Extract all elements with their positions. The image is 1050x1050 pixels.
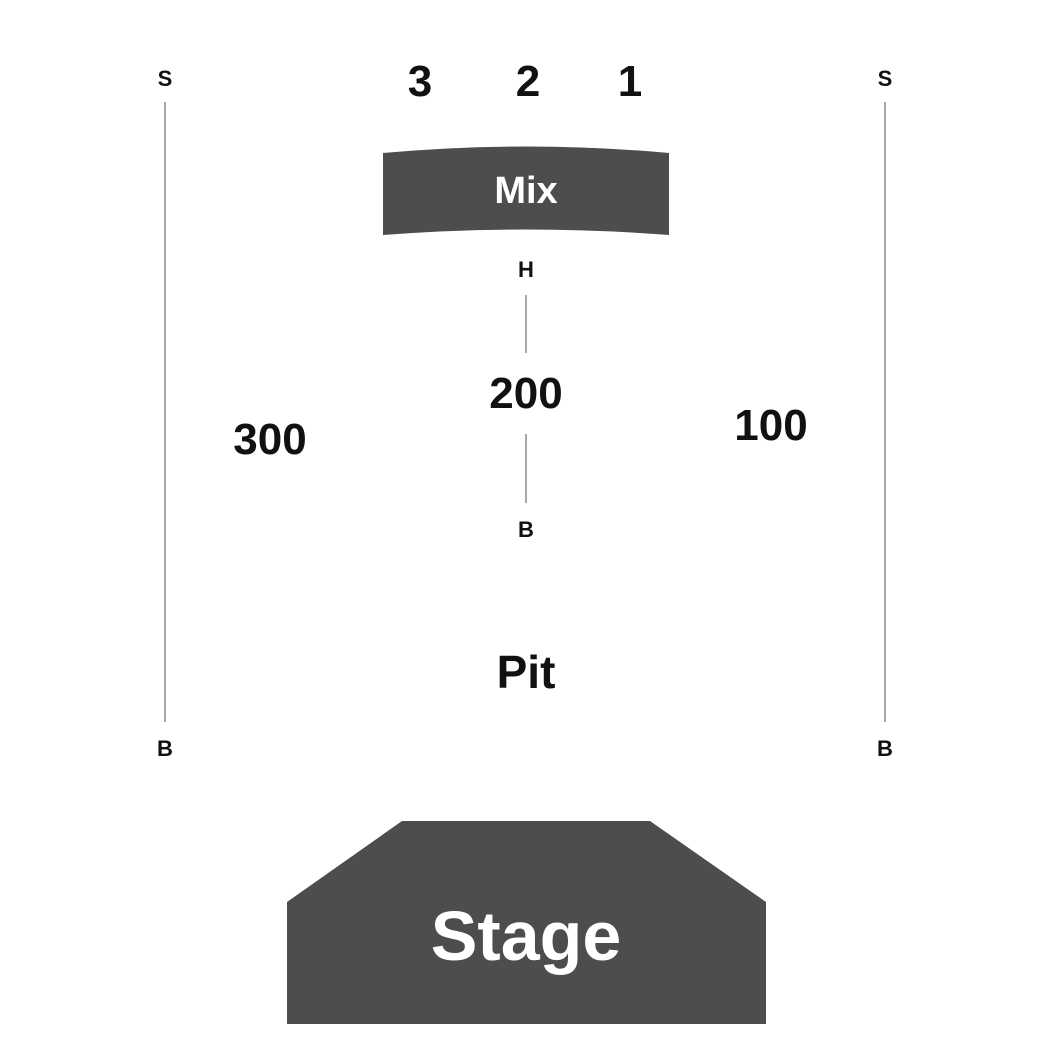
mix-label: Mix <box>494 170 557 212</box>
row-label-2[interactable]: 2 <box>516 57 540 106</box>
right-aisle-top-label: S <box>878 66 893 91</box>
left-aisle-top-label: S <box>158 66 173 91</box>
mix-booth <box>383 146 669 235</box>
stage-block <box>287 821 766 1024</box>
stage-label: Stage <box>431 897 622 975</box>
row-label-3[interactable]: 3 <box>408 57 432 106</box>
pit-label[interactable]: Pit <box>497 646 556 698</box>
center-aisle-top-label: H <box>518 257 534 282</box>
left-aisle-bottom-label: B <box>157 736 173 761</box>
section-300-label[interactable]: 300 <box>233 415 306 464</box>
center-aisle-bottom-label: B <box>518 517 534 542</box>
section-200-label[interactable]: 200 <box>489 369 562 418</box>
right-aisle-bottom-label: B <box>877 736 893 761</box>
row-label-1[interactable]: 1 <box>618 57 642 106</box>
section-100-label[interactable]: 100 <box>734 401 807 450</box>
